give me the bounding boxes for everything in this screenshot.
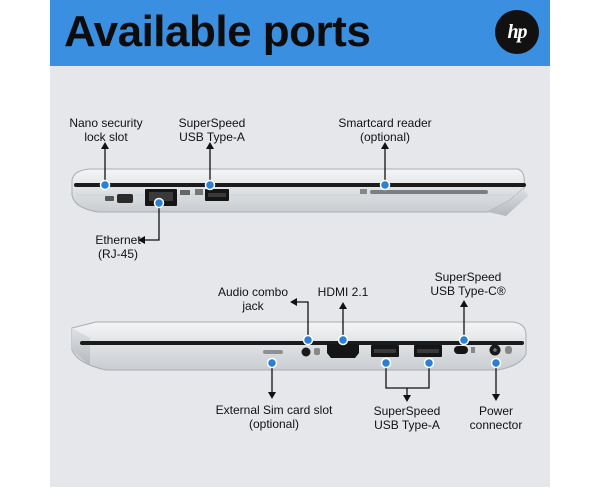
label-line: (RJ-45) xyxy=(97,247,138,261)
hp-logo-text: hp xyxy=(507,20,527,43)
audio-jack-icon xyxy=(301,347,320,357)
label-usb-c: SuperSpeed USB Type-C® xyxy=(426,270,510,298)
hp-logo: hp xyxy=(495,10,539,54)
label-ethernet: Ethernet (RJ-45) xyxy=(88,233,148,261)
label-power: Power connector xyxy=(463,404,529,432)
label-line: lock slot xyxy=(84,130,128,144)
laptop-illustration xyxy=(71,142,528,402)
callout-dots-top xyxy=(99,179,391,209)
lock-slot-icon xyxy=(105,194,133,203)
label-line: (optional) xyxy=(248,417,300,431)
label-line: USB Type-C® xyxy=(430,284,506,298)
label-line: Ethernet xyxy=(95,233,141,247)
label-audio: Audio combo jack xyxy=(214,285,292,313)
label-hdmi: HDMI 2.1 xyxy=(313,285,373,299)
sim-slot-icon xyxy=(263,350,283,354)
usb-c-port-icon xyxy=(454,346,475,354)
label-nano-lock: Nano security lock slot xyxy=(66,116,146,144)
callout-lines-bottom xyxy=(271,301,497,398)
power-connector-icon xyxy=(489,344,512,356)
label-line: (optional) xyxy=(359,130,411,144)
page-title: Available ports xyxy=(64,7,371,56)
callout-lines-top xyxy=(104,146,386,241)
label-line: connector xyxy=(469,418,523,432)
label-smartcard: Smartcard reader (optional) xyxy=(330,116,440,144)
label-sim: External Sim card slot (optional) xyxy=(207,403,341,431)
infographic-card: Available ports hp xyxy=(50,0,550,487)
label-line: Smartcard reader xyxy=(338,116,432,130)
label-line: Nano security xyxy=(69,116,143,130)
label-line: HDMI 2.1 xyxy=(317,285,369,299)
title-banner: Available ports hp xyxy=(50,0,550,66)
label-usb-a-bottom: SuperSpeed USB Type-A xyxy=(365,404,449,432)
label-line: jack xyxy=(242,299,264,313)
hdmi-port-icon xyxy=(327,344,359,358)
label-line: USB Type-A xyxy=(179,130,245,144)
label-line: Audio combo xyxy=(217,285,289,299)
label-line: SuperSpeed xyxy=(373,404,441,418)
smartcard-slot-icon xyxy=(360,189,488,194)
ethernet-port-icon xyxy=(145,189,190,206)
label-line: USB Type-A xyxy=(374,418,440,432)
usb-a-ports-icon xyxy=(371,345,442,357)
usb-a-port-icon xyxy=(195,189,229,201)
label-line: Power xyxy=(478,404,513,418)
callout-arrows-top xyxy=(101,142,389,244)
laptop-left-side xyxy=(71,168,528,216)
callout-dots-bottom xyxy=(266,334,502,369)
callout-arrows-bottom xyxy=(268,298,500,402)
label-usb-a-top: SuperSpeed USB Type-A xyxy=(172,116,252,144)
label-line: External Sim card slot xyxy=(215,403,333,417)
label-line: SuperSpeed xyxy=(434,270,502,284)
laptop-right-side xyxy=(71,321,527,371)
label-line: SuperSpeed xyxy=(178,116,246,130)
